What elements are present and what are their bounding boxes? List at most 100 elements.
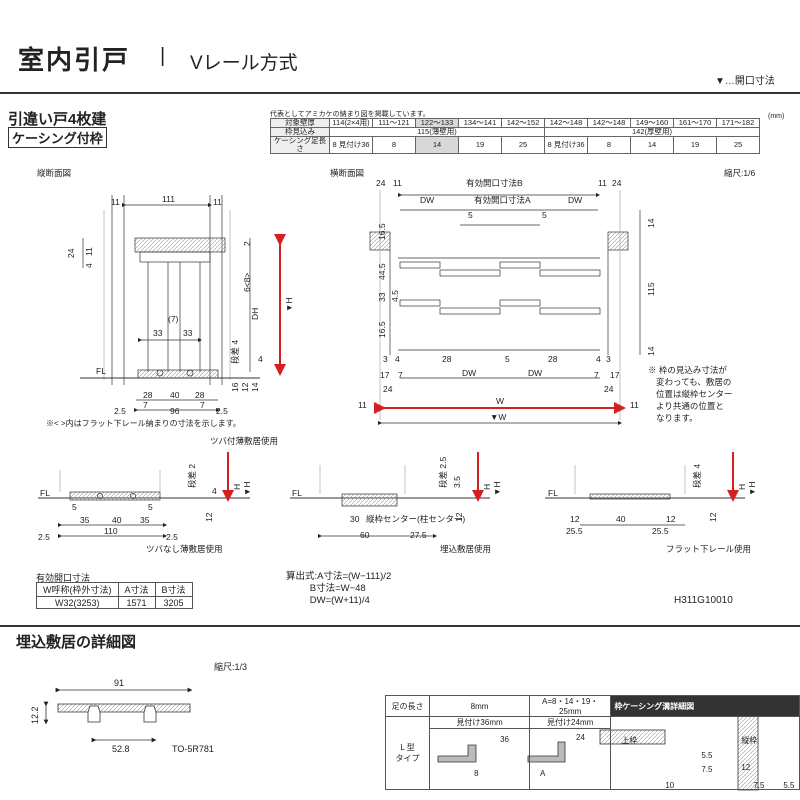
- dim-label: 16.5: [377, 223, 387, 240]
- dim-label: 5: [542, 210, 547, 220]
- floor-level-label: FL: [292, 488, 302, 498]
- table-cell: 14: [415, 136, 459, 154]
- dim-label: 2.5: [114, 406, 126, 416]
- casing-table: 足の長さ 8mm A=8・14・19・25mm 枠ケーシング溝詳細図 L 型 タ…: [384, 695, 800, 790]
- dim-label: 40: [170, 390, 180, 400]
- dim-label: 2.5: [216, 406, 228, 416]
- dim-label: 24: [612, 178, 622, 188]
- detail-section-title: 埋込敷居の詳細図: [16, 634, 137, 651]
- dim-label: 12: [666, 514, 676, 524]
- dim-label: 14: [646, 218, 656, 228]
- dim-label: H: [232, 484, 242, 490]
- dim-label: 12: [570, 514, 580, 524]
- dim-label: 5: [148, 502, 153, 512]
- frame-note: ※ 枠の見込み寸法が 変わっても、敷居の 位置は縦枠センター より共通の位置と …: [648, 365, 735, 423]
- table-cell: W32(3253): [36, 596, 119, 609]
- dim-label: 16.5: [377, 321, 387, 338]
- dim-label: 11: [393, 178, 402, 188]
- dim-label: 30: [350, 514, 360, 524]
- dim-label: 5: [72, 502, 77, 512]
- product-type: 引違い戸4枚建: [8, 111, 107, 128]
- side-frame-label: 縦枠: [741, 736, 758, 745]
- casing-24-cell: 24 A: [529, 728, 612, 790]
- dim-label: 28: [195, 390, 205, 400]
- dim-label: 52.8: [112, 744, 130, 754]
- dim-label: 27.5: [410, 530, 427, 540]
- dim-label: 28: [442, 354, 452, 364]
- dim-label: 24: [604, 384, 614, 394]
- dim-label: 3: [383, 354, 388, 364]
- sill-profile: [43, 687, 193, 743]
- table-header: A=8・14・19・25mm: [529, 695, 612, 717]
- dim-label: 33: [377, 292, 387, 302]
- dim-label: 5.5: [783, 781, 795, 790]
- dim-label: 110: [104, 526, 118, 536]
- dim-label: 4: [212, 486, 217, 496]
- dim-label: 35: [80, 515, 90, 525]
- opening-dims-table: W呼称(枠外寸法) A寸法 B寸法 W32(3253) 1571 3205: [36, 582, 193, 609]
- horizontal-section-title: 横断面図: [330, 168, 364, 178]
- table-header: B寸法: [154, 582, 193, 597]
- sill-caption: ツバなし薄敷居使用: [146, 544, 223, 554]
- title-separator: |: [160, 45, 166, 67]
- header-rule: [0, 92, 800, 94]
- casing-36-cell: 36 8: [429, 728, 531, 790]
- dim-label: 28: [548, 354, 558, 364]
- table-cell: 見付け36mm: [429, 716, 531, 729]
- table-cell: 14: [630, 136, 674, 154]
- dim-label: 12: [741, 763, 751, 772]
- floor-level-label: FL: [96, 366, 106, 376]
- dim-label: 4: [258, 354, 263, 364]
- dim-label: 5: [505, 354, 510, 364]
- dim-label: 44.5: [377, 263, 387, 280]
- sill-b-labels: 段差 2.5 3.5 H ▼H 12 FL 30 縦枠センター(柱センター) 6…: [292, 457, 502, 554]
- dim-label: ▼W: [490, 412, 506, 422]
- dim-label: 91: [114, 678, 124, 688]
- frame-note-line: なります。: [656, 413, 698, 423]
- formula-text: 算出式:A寸法=(W−111)/2 B寸法=W−48 DW=(W+11)/4: [286, 571, 392, 606]
- opening-legend: ▼…開口寸法: [715, 76, 775, 87]
- dim-label: 6<8>: [242, 273, 252, 292]
- dim-label: 3: [606, 354, 611, 364]
- table-cell: 19: [458, 136, 502, 154]
- horizontal-scale: 縮尺:1/6: [724, 168, 755, 178]
- dim-label: 8: [474, 769, 479, 778]
- dim-label: 14: [646, 346, 656, 356]
- table-header: 8mm: [429, 695, 531, 717]
- table-header: 枠ケーシング溝詳細図: [610, 695, 800, 717]
- dim-label: DW: [568, 195, 582, 205]
- dim-label: H: [737, 484, 747, 490]
- dim-label: 17: [380, 370, 390, 380]
- detail-scale: 縮尺:1/3: [214, 662, 248, 672]
- sill-a-labels: ツバ付薄敷居使用 段差 2 4 H ▼H 12 FL 5 5 35 40 35 …: [38, 436, 278, 554]
- dims-table-title: 有効開口寸法: [36, 573, 91, 583]
- horizontal-section: [369, 190, 641, 426]
- dim-label: 33: [183, 328, 193, 338]
- dim-label: 17: [610, 370, 620, 380]
- dim-label: A: [540, 769, 546, 778]
- dim-label: 11: [111, 197, 120, 207]
- dim-label: 5.5: [701, 751, 713, 760]
- dim-label: 40: [616, 514, 626, 524]
- sill-caption: フラット下レール使用: [666, 544, 751, 554]
- table-row: L 型 タイプ 見付け36mm 見付け24mm 上枠 縦枠 5.5 7.5 10…: [384, 716, 800, 790]
- dim-label: 有効開口寸法A: [474, 195, 531, 205]
- dim-label: ▼H: [747, 481, 757, 496]
- dim-label: 16: [230, 382, 240, 392]
- page-subtitle: Vレール方式: [190, 53, 298, 74]
- dim-label: 24: [66, 248, 76, 258]
- dim-label: 40: [112, 515, 122, 525]
- dim-label: 25.5: [566, 526, 583, 536]
- dim-label: 28: [143, 390, 153, 400]
- horizontal-labels: 有効開口寸法B 有効開口寸法A DW DW 5 5 24 11 11 24 14…: [358, 178, 656, 422]
- floor-level-label: FL: [40, 488, 50, 498]
- frame-note-line: より共通の位置と: [656, 401, 724, 411]
- vertical-section: [80, 195, 260, 413]
- dim-label: 7: [398, 370, 403, 380]
- table-row: ケーシング足長さ 8 見付け36 8 14 19 25 8 見付け36 8 14…: [270, 136, 760, 154]
- table-header: A寸法: [117, 582, 156, 597]
- dim-label: 36: [500, 735, 509, 744]
- dim-label: (7): [168, 314, 179, 324]
- dim-label: 7: [594, 370, 599, 380]
